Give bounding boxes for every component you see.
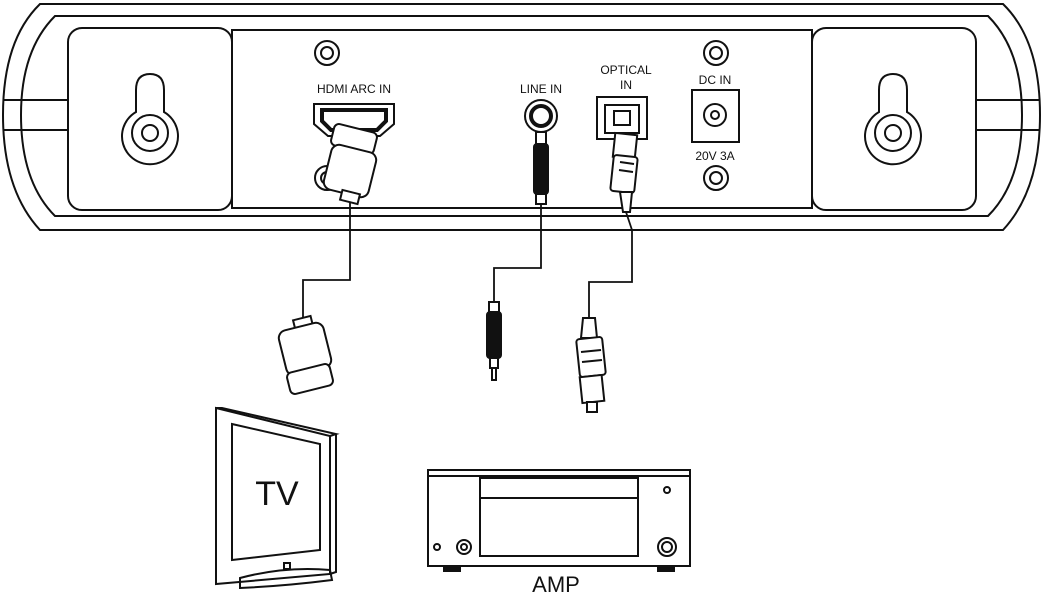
optical-plug-inserted xyxy=(609,131,639,213)
line-in-cable xyxy=(493,204,542,302)
dc-rating-label: 20V 3A xyxy=(695,149,734,163)
soundbar-rear-panel xyxy=(1,3,1042,231)
right-keyhole-mount xyxy=(864,72,922,166)
tv-label: TV xyxy=(255,475,299,513)
hdmi-plug-inserted xyxy=(322,123,378,206)
left-keyhole-mount xyxy=(121,72,179,166)
hdmi-arc-port xyxy=(313,103,395,137)
cables xyxy=(302,202,633,318)
optical-label-line1: OPTICAL xyxy=(600,63,652,77)
hdmi-cable xyxy=(302,202,351,318)
line-in-jack-free xyxy=(486,301,502,381)
optical-label-line2: IN xyxy=(620,78,632,92)
line-in-port xyxy=(524,99,558,133)
line-in-label: LINE IN xyxy=(520,82,562,96)
amp-label: AMP xyxy=(532,572,580,597)
hdmi-arc-in-label: HDMI ARC IN xyxy=(317,82,391,96)
hdmi-plug-free xyxy=(277,314,334,395)
tv-device xyxy=(215,406,340,590)
dc-in-port xyxy=(691,89,740,143)
optical-cable xyxy=(588,211,633,318)
screw-holes xyxy=(314,40,729,191)
optical-plug-free xyxy=(575,317,607,413)
line-in-jack-inserted xyxy=(533,131,549,205)
dc-in-label: DC IN xyxy=(699,73,732,87)
amp-device xyxy=(427,469,691,572)
